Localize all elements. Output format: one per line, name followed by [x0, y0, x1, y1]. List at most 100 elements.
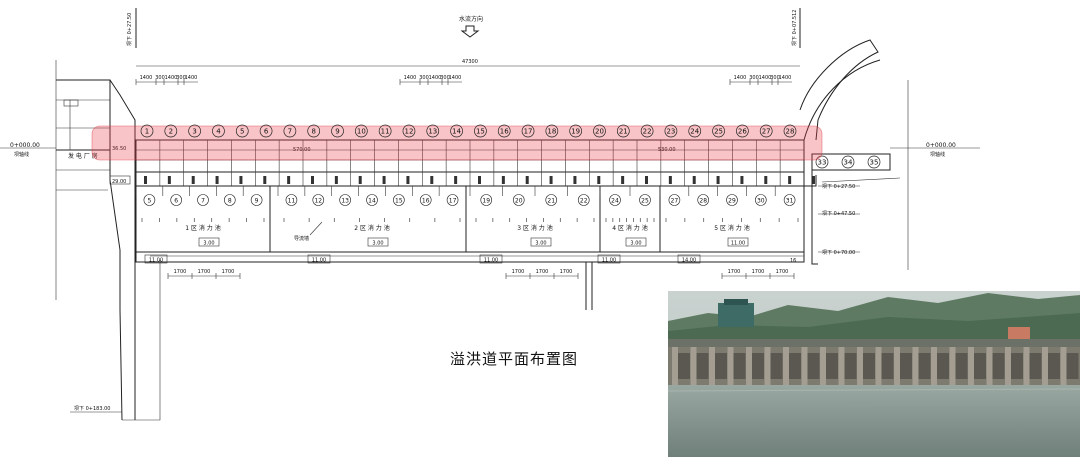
- pool-slot-number: 15: [395, 198, 403, 205]
- top-dim-label: 300: [176, 75, 186, 81]
- right-wall: [811, 170, 818, 265]
- elev-left-label: 36.50: [112, 146, 126, 152]
- gate-number: 1: [145, 128, 149, 136]
- right-abutment: [803, 140, 817, 187]
- pool-elev: 3.00: [630, 241, 641, 247]
- bottom-dim-label: 1700: [560, 269, 573, 275]
- weir-leader: [309, 221, 323, 236]
- pool-slot-circle: [250, 194, 263, 206]
- gate-number-circle: [640, 124, 654, 138]
- pool-slot-circle: [312, 194, 325, 206]
- gate-number-circle: [688, 124, 702, 138]
- gate-number: 19: [571, 128, 580, 136]
- pool-slot-number: 30: [757, 198, 765, 205]
- gate-number-circle: [283, 124, 297, 138]
- pier-gate-mark: [668, 176, 672, 184]
- bottom-elev-box: [597, 254, 621, 264]
- right-gate-number: 34: [844, 159, 853, 167]
- pier-gate-mark: [382, 176, 386, 184]
- pool-slot-number: 5: [147, 198, 151, 205]
- right-gate-circle: [841, 155, 855, 169]
- gate-number: 17: [524, 128, 533, 136]
- gate-number: 12: [405, 128, 414, 136]
- gate-number: 3: [192, 128, 196, 136]
- pool-slot-number: 12: [314, 198, 322, 205]
- pool-label: 1 区 消 力 池: [185, 224, 220, 232]
- left-abutment: [109, 79, 136, 170]
- gate-number: 6: [264, 128, 269, 136]
- right-gate-number: 35: [870, 159, 879, 167]
- station-47-label: 坝下 0+47.50: [822, 210, 855, 217]
- gate-number: 5: [240, 128, 244, 136]
- spillway-photo-drawing: [668, 291, 1080, 457]
- pool-elev: 3.00: [203, 241, 214, 247]
- pier-gate-mark: [525, 176, 529, 184]
- bottom-elev: 11.00: [484, 258, 498, 264]
- top-dim-label: 1400: [429, 75, 442, 81]
- pool-slot-circle: [143, 194, 156, 206]
- gate-piers: [135, 140, 815, 186]
- top-dim-label: 1400: [404, 75, 417, 81]
- bottom-dim-label: 1700: [752, 269, 765, 275]
- pool-elev-box: [198, 237, 220, 247]
- gate-number: 4: [216, 128, 221, 136]
- flow-arrow-icon: [460, 25, 480, 38]
- powerhouse-detail: [63, 99, 79, 107]
- pool-slot-number: 25: [641, 198, 649, 205]
- gate-number-circle: [188, 124, 201, 138]
- pool-slot-circle: [783, 194, 796, 206]
- pier-gate-mark: [239, 176, 243, 184]
- pool-slot-number: 9: [255, 198, 259, 205]
- spillway-photo: [668, 291, 1080, 457]
- station-right-label: 坝下 0+07.512: [791, 10, 798, 46]
- bottom-dim-label: 1700: [512, 269, 525, 275]
- pool-elev-box: [625, 237, 647, 247]
- pool-slot-number: 16: [422, 198, 430, 205]
- pool-slot-number: 8: [228, 198, 232, 205]
- station-70-label: 坝下 0+70.00: [822, 249, 855, 256]
- pool-slot-circle: [545, 194, 558, 206]
- pier-gate-mark: [454, 176, 458, 184]
- pier-gate-mark: [191, 176, 195, 184]
- gate-number: 7: [288, 128, 292, 136]
- pool-slot-number: 17: [449, 198, 457, 205]
- gate-number-circle: [736, 124, 749, 138]
- right-gate-number: 33: [818, 159, 827, 167]
- gate-number-circle: [307, 124, 321, 138]
- pier-gate-mark: [215, 176, 219, 184]
- bottom-elev-box: [677, 254, 701, 264]
- gate-number: 20: [595, 128, 604, 136]
- pool-slot-number: 13: [341, 198, 349, 205]
- right-gate-circle: [815, 155, 829, 169]
- pool-label: 4 区 消 力 池: [612, 224, 647, 232]
- gate-number: 11: [381, 128, 390, 136]
- pool-slot-circle: [170, 194, 182, 206]
- pool-slot-circle: [419, 194, 432, 206]
- pier-gate-mark: [645, 176, 648, 184]
- gate-number-circle: [664, 124, 678, 138]
- gate-number-circle: [164, 124, 178, 138]
- gate-number-circle: [521, 124, 535, 138]
- gate-number-circle: [354, 124, 368, 138]
- gate-number-circle: [331, 124, 344, 138]
- right-gate-numbers: 33 34 35: [815, 155, 881, 169]
- highlight-band: [91, 125, 823, 161]
- top-dim-label: 1400: [185, 75, 198, 81]
- gate-number-circle: [235, 124, 249, 138]
- pool-slot-circle: [754, 194, 767, 206]
- top-dim-label: 1400: [165, 75, 178, 81]
- gate-number: 16: [500, 128, 509, 136]
- gate-number-circle: [545, 124, 559, 138]
- pool-slot-circle: [512, 194, 525, 206]
- pier-gate-mark: [573, 176, 577, 184]
- gate-number-circle: [140, 124, 154, 138]
- pier-gate-mark: [334, 176, 338, 184]
- axis-left-label: 0+000.00: [10, 142, 40, 149]
- pool-slot-circle: [668, 194, 681, 206]
- pool-slot-circle: [609, 194, 621, 206]
- pier-gate-mark: [788, 176, 792, 184]
